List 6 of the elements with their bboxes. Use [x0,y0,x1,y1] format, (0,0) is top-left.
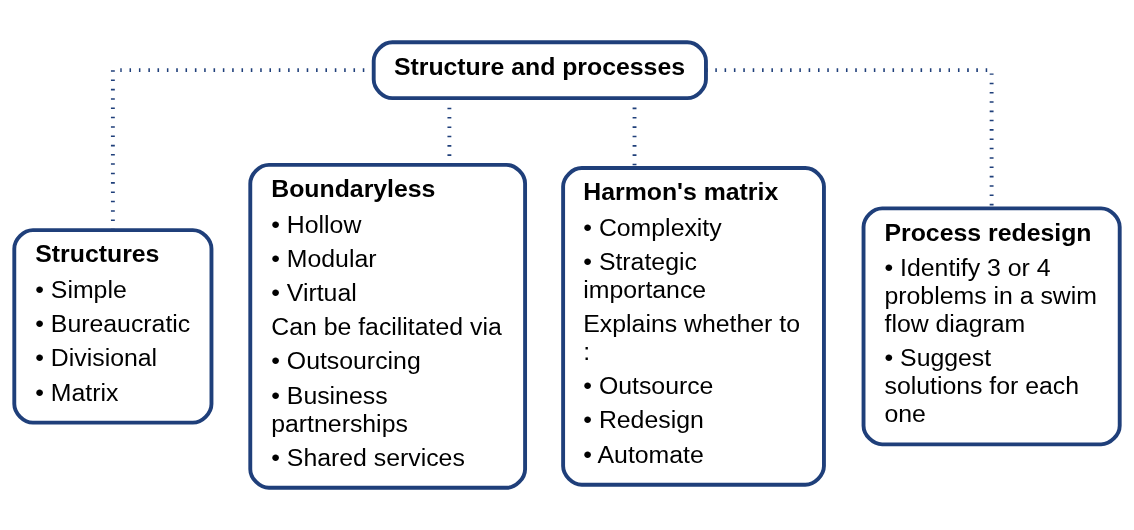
node-box: Structure and processes [371,40,708,101]
connector [706,68,994,208]
node-box: Structures • Simple • Bureaucratic • Divisional • Matrix [12,228,214,425]
node-box: Harmon's matrix • Complexity • Strategic importance Explains whether to : • Outsource • Redesign • Automate [561,166,826,487]
node-box: Process redesign • Identify 3 or 4 problems in a swim flow diagram • Suggest solutions for each one [861,206,1122,447]
node-box: Boundaryless • Hollow • Modular • Virtual Can be facilitated via • Outsourcing • Business partnerships • Shared services [248,162,528,490]
